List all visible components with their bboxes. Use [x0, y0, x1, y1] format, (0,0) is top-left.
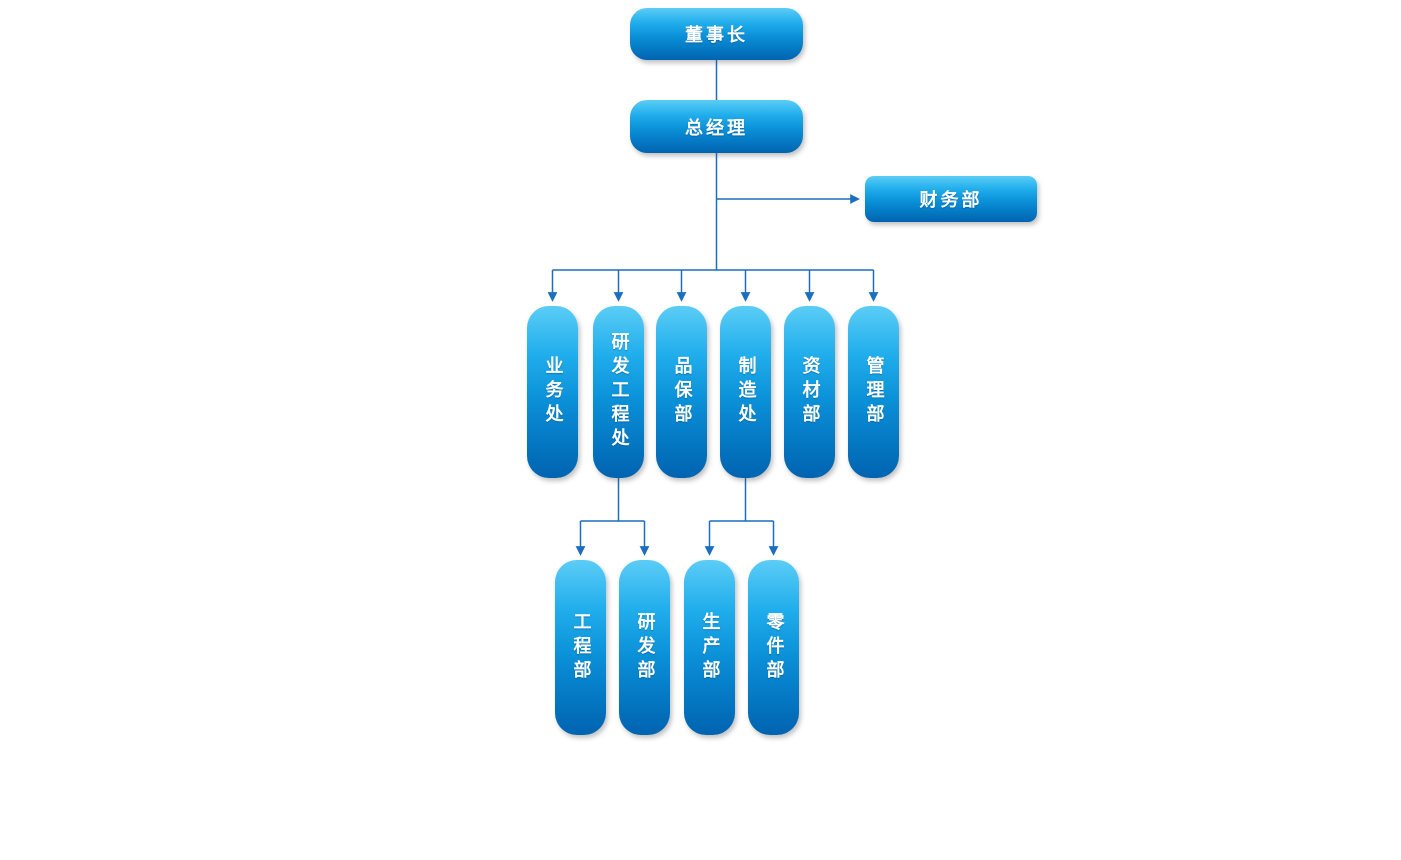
node-business-office-label: 业务处 — [542, 356, 564, 428]
node-rd-dept: 研发部 — [619, 560, 670, 735]
node-general-manager-label: 总经理 — [685, 117, 748, 139]
node-manufacturing-office: 制造处 — [720, 306, 771, 478]
node-general-manager: 总经理 — [630, 100, 803, 153]
node-manufacturing-office-label: 制造处 — [735, 356, 757, 428]
node-parts-dept: 零件部 — [748, 560, 799, 735]
node-materials-dept-label: 资材部 — [799, 356, 821, 428]
node-finance-dept-label: 财务部 — [919, 190, 983, 211]
node-parts-dept-label: 零件部 — [763, 611, 785, 684]
node-quality-assurance-dept-label: 品保部 — [671, 356, 693, 428]
node-rd-engineering-office-label: 研发工程处 — [608, 332, 630, 452]
node-finance-dept: 财务部 — [865, 176, 1037, 222]
node-rd-dept-label: 研发部 — [634, 611, 656, 684]
node-chairman-label: 董事长 — [685, 25, 748, 46]
node-management-dept: 管理部 — [848, 306, 899, 478]
node-engineering-dept-label: 工程部 — [570, 611, 592, 684]
node-production-dept-label: 生产部 — [699, 611, 721, 684]
node-rd-engineering-office: 研发工程处 — [593, 306, 644, 478]
node-quality-assurance-dept: 品保部 — [656, 306, 707, 478]
node-materials-dept: 资材部 — [784, 306, 835, 478]
node-management-dept-label: 管理部 — [863, 356, 885, 428]
node-business-office: 业务处 — [527, 306, 578, 478]
node-production-dept: 生产部 — [684, 560, 735, 735]
node-chairman: 董事长 — [630, 8, 803, 60]
node-engineering-dept: 工程部 — [555, 560, 606, 735]
